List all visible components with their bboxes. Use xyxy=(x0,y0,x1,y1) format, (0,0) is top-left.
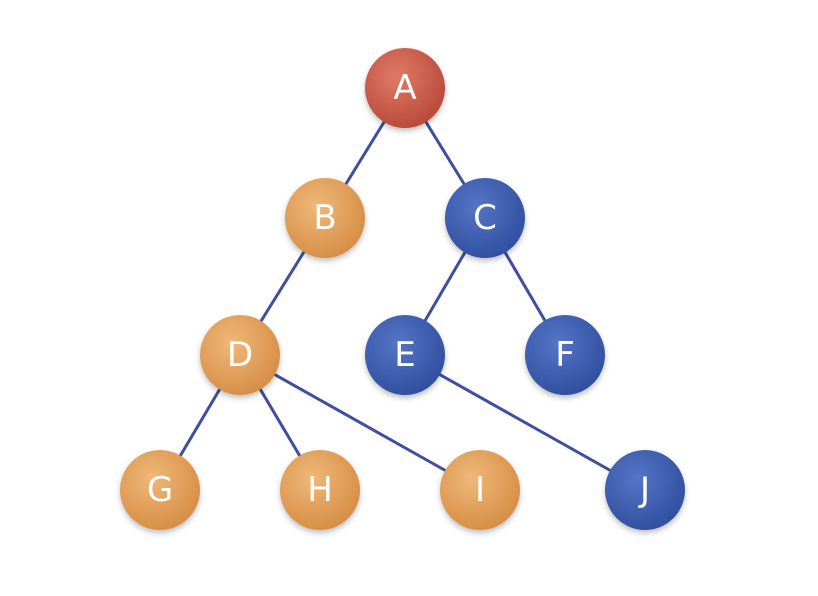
edge-d-i xyxy=(238,353,482,492)
node-label-h: H xyxy=(307,470,333,510)
node-g: G xyxy=(120,450,200,530)
node-label-e: E xyxy=(394,335,415,375)
node-circle-b xyxy=(285,178,365,258)
node-label-f: F xyxy=(555,335,575,375)
node-circle-g xyxy=(120,450,200,530)
node-j: J xyxy=(605,450,685,530)
node-e: E xyxy=(365,315,445,395)
node-a: A xyxy=(365,48,445,128)
node-label-i: I xyxy=(475,470,485,510)
node-circle-f xyxy=(525,315,605,395)
node-label-b: B xyxy=(313,198,336,238)
nodes-layer: A B C D E F G H I J xyxy=(120,48,685,530)
node-f: F xyxy=(525,315,605,395)
node-circle-c xyxy=(445,178,525,258)
node-circle-d xyxy=(200,315,280,395)
edge-e-j xyxy=(403,353,647,492)
node-label-a: A xyxy=(393,68,416,108)
node-label-d: D xyxy=(227,335,253,375)
node-circle-i xyxy=(440,450,520,530)
node-label-c: C xyxy=(473,198,497,238)
node-d: D xyxy=(200,315,280,395)
node-circle-j xyxy=(605,450,685,530)
node-h: H xyxy=(280,450,360,530)
node-circle-e xyxy=(365,315,445,395)
node-c: C xyxy=(445,178,525,258)
node-i: I xyxy=(440,450,520,530)
node-circle-h xyxy=(280,450,360,530)
node-b: B xyxy=(285,178,365,258)
node-label-g: G xyxy=(147,470,173,510)
node-label-j: J xyxy=(638,470,650,510)
node-circle-a xyxy=(365,48,445,128)
edges-layer xyxy=(158,86,647,492)
